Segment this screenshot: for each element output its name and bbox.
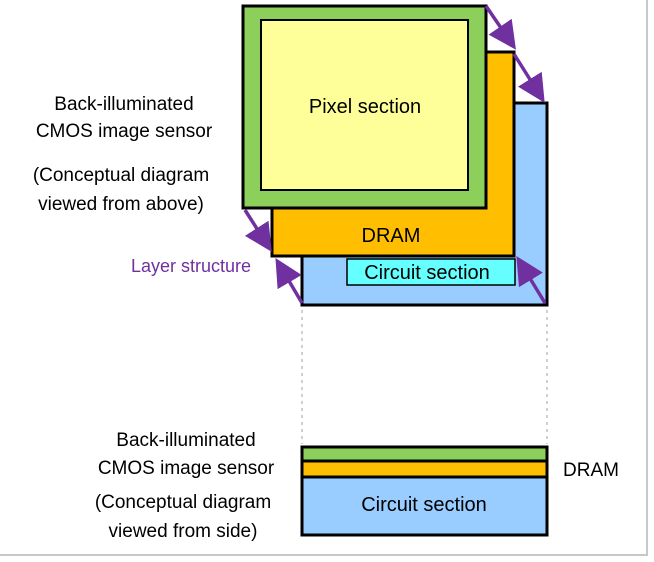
side-dram-label: DRAM: [563, 460, 619, 481]
layer-arrow-left-2: [275, 257, 304, 304]
pixel-section-label: Pixel section: [309, 96, 421, 118]
side-pixel-layer: [300, 445, 549, 463]
side-dram-layer: [300, 459, 549, 479]
side-view: Circuit section DRAM Back-illuminated CM…: [95, 430, 619, 542]
layer-arrow-top-1: [484, 5, 516, 50]
layer-arrow-left-1: [243, 209, 272, 252]
dram-label: DRAM: [362, 225, 421, 247]
side-note-line2: viewed from side): [109, 521, 258, 542]
layer-arrow-right: [516, 256, 547, 304]
layer-arrow-top-2: [512, 53, 545, 103]
top-caption-line2: CMOS image sensor: [36, 121, 213, 142]
side-caption-line1: Back-illuminated: [116, 430, 255, 451]
side-caption-line2: CMOS image sensor: [98, 458, 275, 479]
side-note-line1: (Conceptual diagram: [95, 492, 271, 513]
circuit-section-label: Circuit section: [364, 262, 490, 284]
top-note-line1: (Conceptual diagram: [33, 165, 209, 186]
pixel-layer-inner: [260, 19, 469, 191]
top-caption-line1: Back-illuminated: [54, 94, 193, 115]
layer-structure-label: Layer structure: [131, 256, 251, 276]
top-view: Circuit section DRAM Pixel section Layer…: [33, 4, 549, 307]
circuit-section-box: [346, 258, 516, 286]
side-circuit-layer: [300, 475, 549, 537]
top-note-line2: viewed from above): [38, 194, 204, 215]
side-circuit-label: Circuit section: [361, 494, 487, 516]
